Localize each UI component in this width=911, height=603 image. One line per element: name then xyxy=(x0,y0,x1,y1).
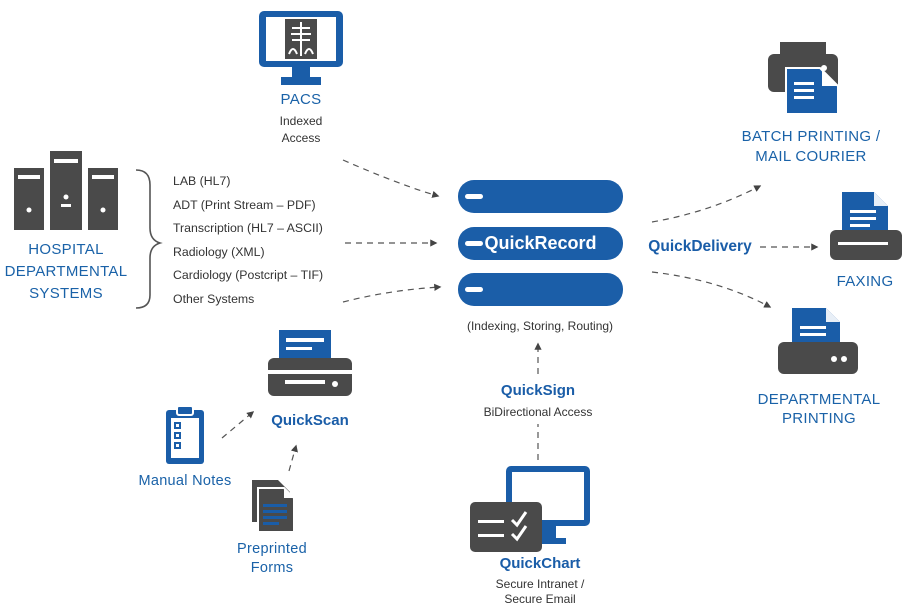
hospital-line1: HOSPITAL xyxy=(28,241,104,258)
quickrecord-to-batch-arrow xyxy=(651,185,762,223)
quickchart-line2: Secure Email xyxy=(504,592,576,603)
quickrecord-name: QuickRecord xyxy=(484,233,597,253)
quicksign-name: QuickSign xyxy=(500,382,576,399)
pacs-sub-line1: Indexed xyxy=(279,114,323,128)
dept-line2: PRINTING xyxy=(781,410,857,427)
system-item: ADT (Print Stream – PDF) xyxy=(173,197,316,212)
monitor-checklist-icon xyxy=(470,466,590,552)
hospital-line2: DEPARTMENTAL xyxy=(4,263,128,280)
quickscan-name: QuickScan xyxy=(271,412,349,429)
printer-document-icon xyxy=(778,308,858,374)
preprinted-line2: Forms xyxy=(250,560,294,576)
quickrecord-server-top xyxy=(458,180,623,213)
quickchart-name: QuickChart xyxy=(499,555,581,572)
quickscan-to-quickrecord-arrow xyxy=(342,283,442,303)
server-slot xyxy=(465,287,483,292)
systems-bracket xyxy=(135,169,163,309)
pacs-to-quickrecord-arrow xyxy=(342,159,440,198)
server-slot xyxy=(465,241,483,246)
system-item: Other Systems xyxy=(173,291,255,306)
quicksign-desc: BiDirectional Access xyxy=(483,405,593,419)
quickdelivery-name: QuickDelivery xyxy=(648,238,752,255)
system-item: LAB (HL7) xyxy=(173,174,231,188)
manual-notes-label: Manual Notes xyxy=(138,473,232,489)
printer-document-icon xyxy=(768,42,839,115)
document-stack-icon xyxy=(252,480,295,533)
hospital-line3: SYSTEMS xyxy=(29,285,103,302)
quickrecord-server-middle: QuickRecord xyxy=(458,227,623,260)
systems-list: LAB (HL7) ADT (Print Stream – PDF) Trans… xyxy=(173,170,323,312)
quickrecord-server-bottom xyxy=(458,273,623,306)
fax-label: FAXING xyxy=(836,273,894,290)
quickchart-line1: Secure Intranet / xyxy=(495,577,585,591)
printer-icon xyxy=(268,330,352,396)
system-item: Transcription (HL7 – ASCII) xyxy=(173,221,323,236)
system-item: Radiology (XML) xyxy=(173,244,265,259)
fax-machine-icon xyxy=(830,192,902,260)
quickrecord-desc: (Indexing, Storing, Routing) xyxy=(466,319,614,333)
server-tower-icon xyxy=(14,151,118,230)
batch-line2: MAIL COURIER xyxy=(755,148,867,165)
clipboard-icon xyxy=(166,405,204,464)
preprinted-line1: Preprinted xyxy=(237,541,307,557)
xray-monitor-icon xyxy=(259,11,343,85)
server-slot xyxy=(465,194,483,199)
batch-line1: BATCH PRINTING / xyxy=(741,128,881,145)
preprinted-to-quickscan-arrow xyxy=(288,444,298,472)
pacs-sub-line2: Access xyxy=(281,131,321,145)
pacs-title: PACS xyxy=(280,91,322,108)
dept-line1: DEPARTMENTAL xyxy=(757,391,881,408)
manual-to-quickscan-arrow xyxy=(221,411,255,439)
quickrecord-to-dept-arrow xyxy=(651,271,772,308)
system-item: Cardiology (Postcript – TIF) xyxy=(173,268,324,283)
